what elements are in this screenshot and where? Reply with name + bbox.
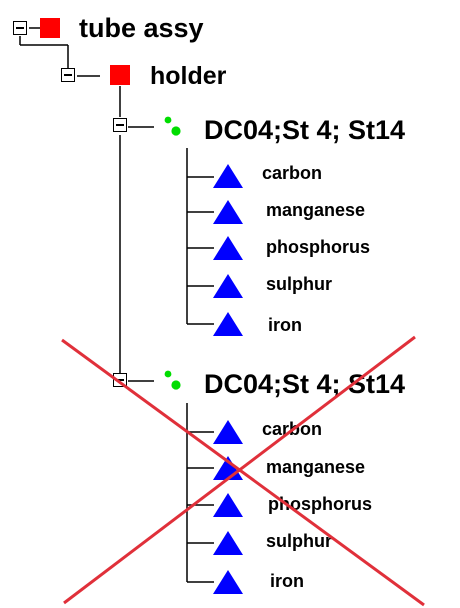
blue-triangle-icon [213, 531, 243, 555]
tree-leaf-label[interactable]: manganese [266, 457, 366, 477]
tree-leaf-label[interactable]: phosphorus [266, 237, 370, 257]
tree-leaf-label[interactable]: phosphorus [268, 494, 372, 514]
blue-triangle-icon [213, 164, 243, 188]
tree-leaf-label[interactable]: iron [270, 571, 304, 591]
tree-node-label-root[interactable]: tube assy [79, 13, 204, 43]
blue-triangle-icon [213, 274, 243, 298]
tree-leaf-label[interactable]: sulphur [266, 274, 332, 294]
collapse-toggle-group-1[interactable] [113, 118, 127, 132]
blue-triangle-icon [213, 200, 243, 224]
blue-triangle-icon [213, 570, 243, 594]
green-dots-icon [164, 370, 181, 390]
blue-triangle-icon [213, 236, 243, 260]
collapse-toggle-holder[interactable] [61, 68, 75, 82]
tree-leaf-label[interactable]: manganese [266, 200, 366, 220]
collapse-toggle-root[interactable] [13, 21, 27, 35]
red-square-icon [40, 18, 60, 38]
green-dots-icon [164, 116, 181, 136]
tree-leaf-label[interactable]: carbon [262, 419, 323, 439]
blue-triangle-icon [213, 420, 243, 444]
tree-node-label-group-2[interactable]: DC04;St 4; St14 [204, 369, 406, 399]
blue-triangle-icon [213, 456, 243, 480]
red-square-icon [110, 65, 130, 85]
collapse-toggle-group-2[interactable] [113, 373, 127, 387]
tree-node-label-group-1[interactable]: DC04;St 4; St14 [204, 115, 406, 145]
blue-triangle-icon [213, 312, 243, 336]
tree-leaf-label[interactable]: iron [268, 315, 302, 335]
blue-triangle-icon [213, 493, 243, 517]
tree-leaf-label[interactable]: carbon [262, 163, 323, 183]
tree-node-label-holder[interactable]: holder [150, 62, 227, 90]
tree-leaf-label[interactable]: sulphur [266, 531, 332, 551]
